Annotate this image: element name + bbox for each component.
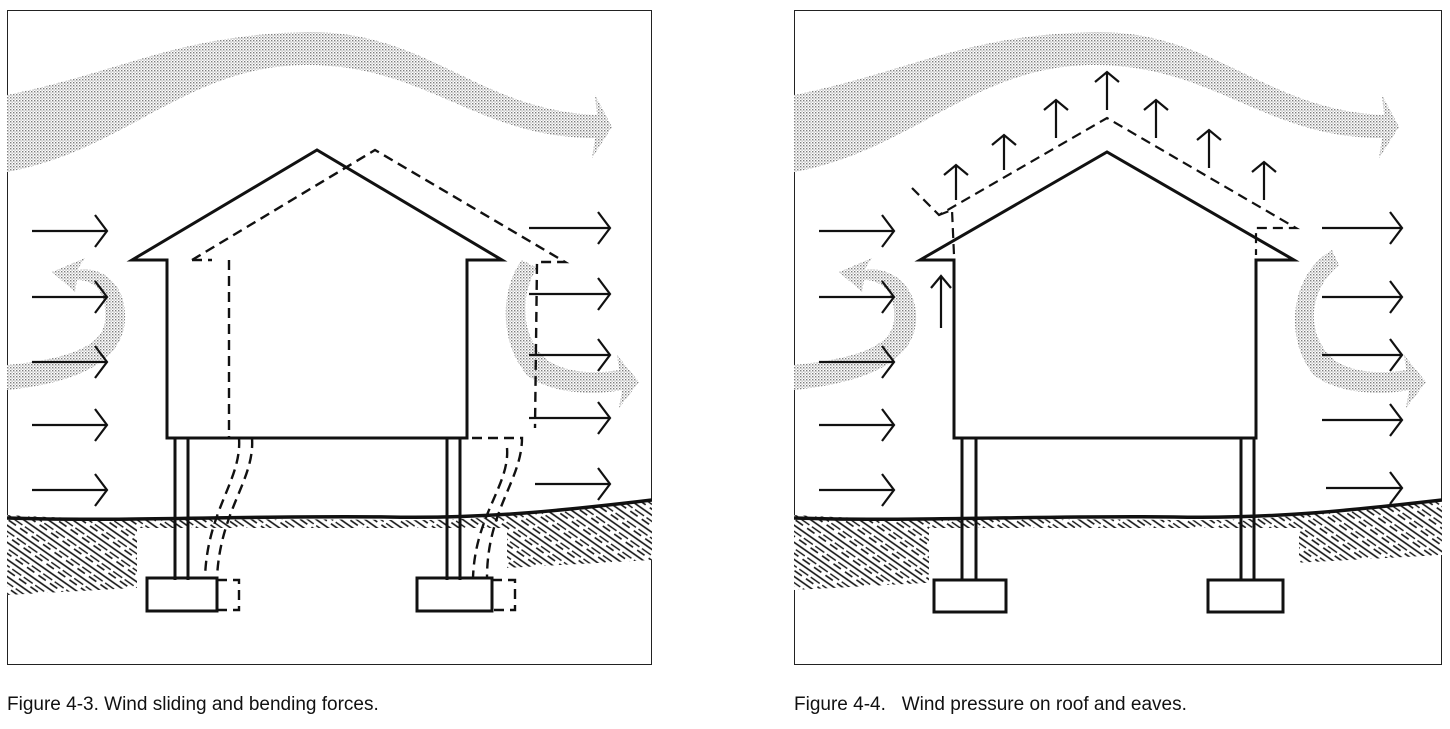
figure-wind-pressure-roof [794,10,1442,665]
ground-line [794,498,1442,521]
uplift-arrows [930,70,1277,328]
wind-eddy-right [1294,250,1426,408]
wind-eddy-left [794,258,917,390]
roof-uplift [911,116,1301,256]
figure-caption: Figure 4-3. Wind sliding and bending for… [7,694,379,715]
wind-arrows-right [529,211,612,501]
wind-arrows-right [1322,211,1404,505]
wind-eddy-right [505,260,639,408]
wind-eddy-left [7,258,126,390]
wind-arrows-left [32,214,109,507]
ground-line [7,498,652,521]
wind-stream-top [7,31,612,173]
wind-stream-top [794,31,1399,173]
figure-caption: Figure 4-4. Wind pressure on roof and ea… [794,694,1187,715]
figure-wind-sliding-bending [7,10,652,665]
wind-arrows-left [819,214,896,507]
house-original [126,148,508,613]
house-displaced [191,148,570,612]
house [914,150,1300,614]
